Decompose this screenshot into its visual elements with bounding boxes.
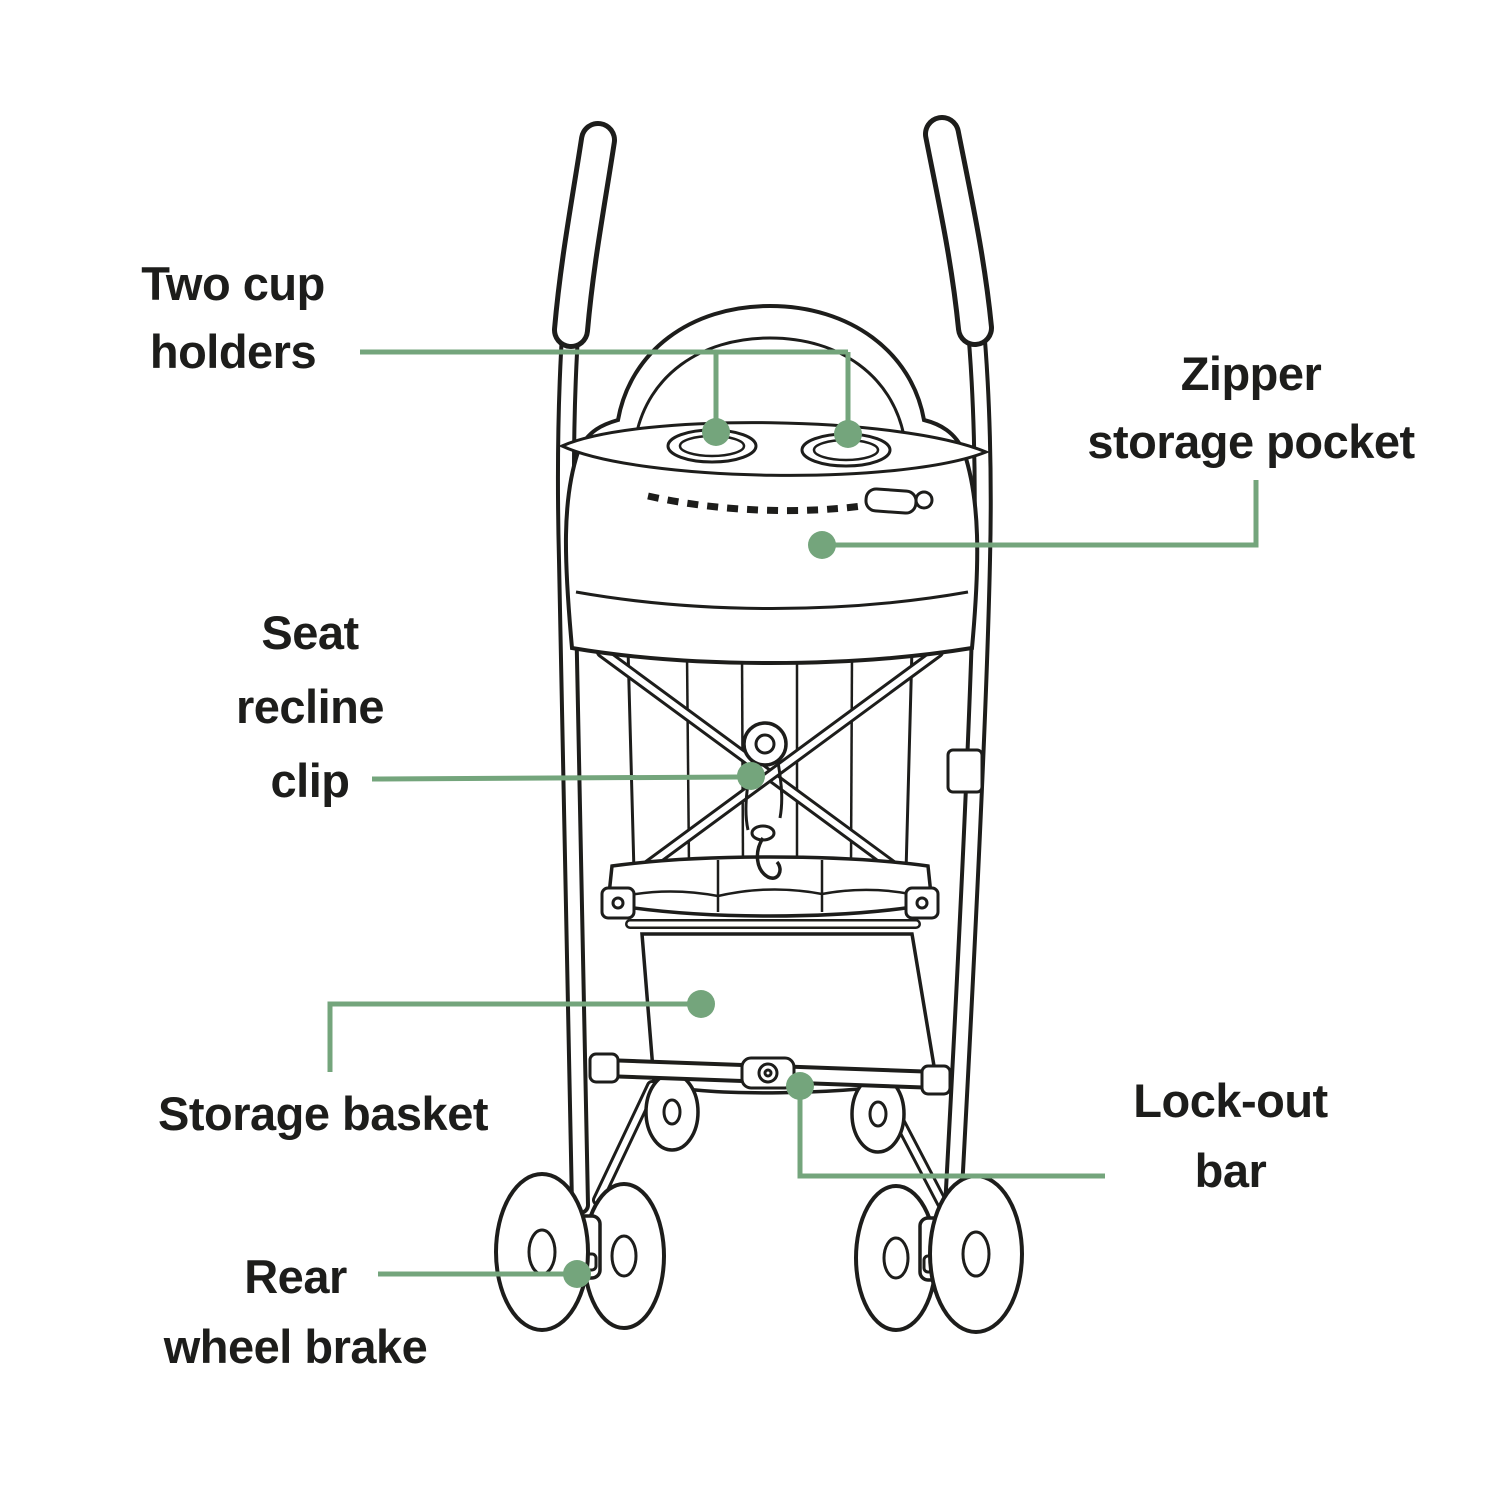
stroller-frame [494, 115, 1024, 1334]
label-seat-recline-clip: Seat recline clip [205, 596, 415, 818]
label-line: Storage basket [158, 1087, 488, 1140]
callout-line-lockout-bar [797, 1098, 1105, 1179]
callout-rear-wheel-brake [378, 1260, 591, 1288]
frame-bracket [946, 748, 984, 794]
label-line: bar [1194, 1144, 1267, 1197]
lockout-bar-shape [588, 1052, 952, 1096]
callout-zipper-pocket [808, 480, 1259, 559]
callout-seat-recline-clip [371, 762, 765, 790]
label-line: holders [149, 325, 317, 378]
callout-cup-holders [360, 349, 862, 448]
callout-storage-basket [327, 990, 715, 1072]
label-lockout-bar: Lock-out bar [1108, 1066, 1353, 1206]
callout-dot-cup-holder-right [834, 420, 862, 448]
label-line: Two cup [141, 257, 325, 310]
label-line: Seat [261, 606, 359, 659]
callout-dot-lockout-bar [786, 1072, 814, 1100]
stroller-seat-bottom [606, 855, 934, 918]
rear-wheels-right [854, 1174, 1024, 1334]
label-line: Zipper [1180, 347, 1322, 400]
label-line: wheel brake [163, 1320, 428, 1373]
label-line: Lock-out [1133, 1074, 1328, 1127]
callout-dot-cup-holder-left [702, 418, 730, 446]
label-zipper-storage-pocket: Zipper storage pocket [1052, 340, 1450, 476]
callout-dot-storage-basket [687, 990, 715, 1018]
label-line: storage pocket [1087, 415, 1415, 468]
callout-dot-rear-wheel-brake [563, 1260, 591, 1288]
frame-corner-joints [600, 886, 940, 920]
callout-lockout-bar [786, 1072, 1105, 1179]
stroller-right-handle [923, 115, 994, 1218]
label-line: clip [270, 754, 350, 807]
callout-line-seat-recline-clip [371, 774, 739, 782]
callout-line-storage-basket [327, 1001, 688, 1072]
rear-wheels-left [494, 1172, 666, 1332]
zipper [647, 487, 934, 515]
seat-recline-clip-shape [742, 721, 788, 880]
front-wheels [644, 1072, 906, 1154]
label-rear-wheel-brake: Rear wheel brake [128, 1242, 463, 1382]
callout-dot-zipper-pocket [808, 531, 836, 559]
stroller-left-handle [552, 121, 617, 1215]
label-line: Rear [244, 1250, 347, 1303]
label-storage-basket: Storage basket [122, 1080, 524, 1148]
label-line: recline [235, 680, 385, 733]
stroller-canopy [563, 303, 980, 665]
label-two-cup-holders: Two cup holders [108, 250, 358, 386]
callout-dot-seat-recline-clip [737, 762, 765, 790]
callout-line-zipper-pocket [834, 480, 1259, 548]
callout-overlay [327, 349, 1259, 1288]
stroller-cross-frame [596, 646, 944, 898]
